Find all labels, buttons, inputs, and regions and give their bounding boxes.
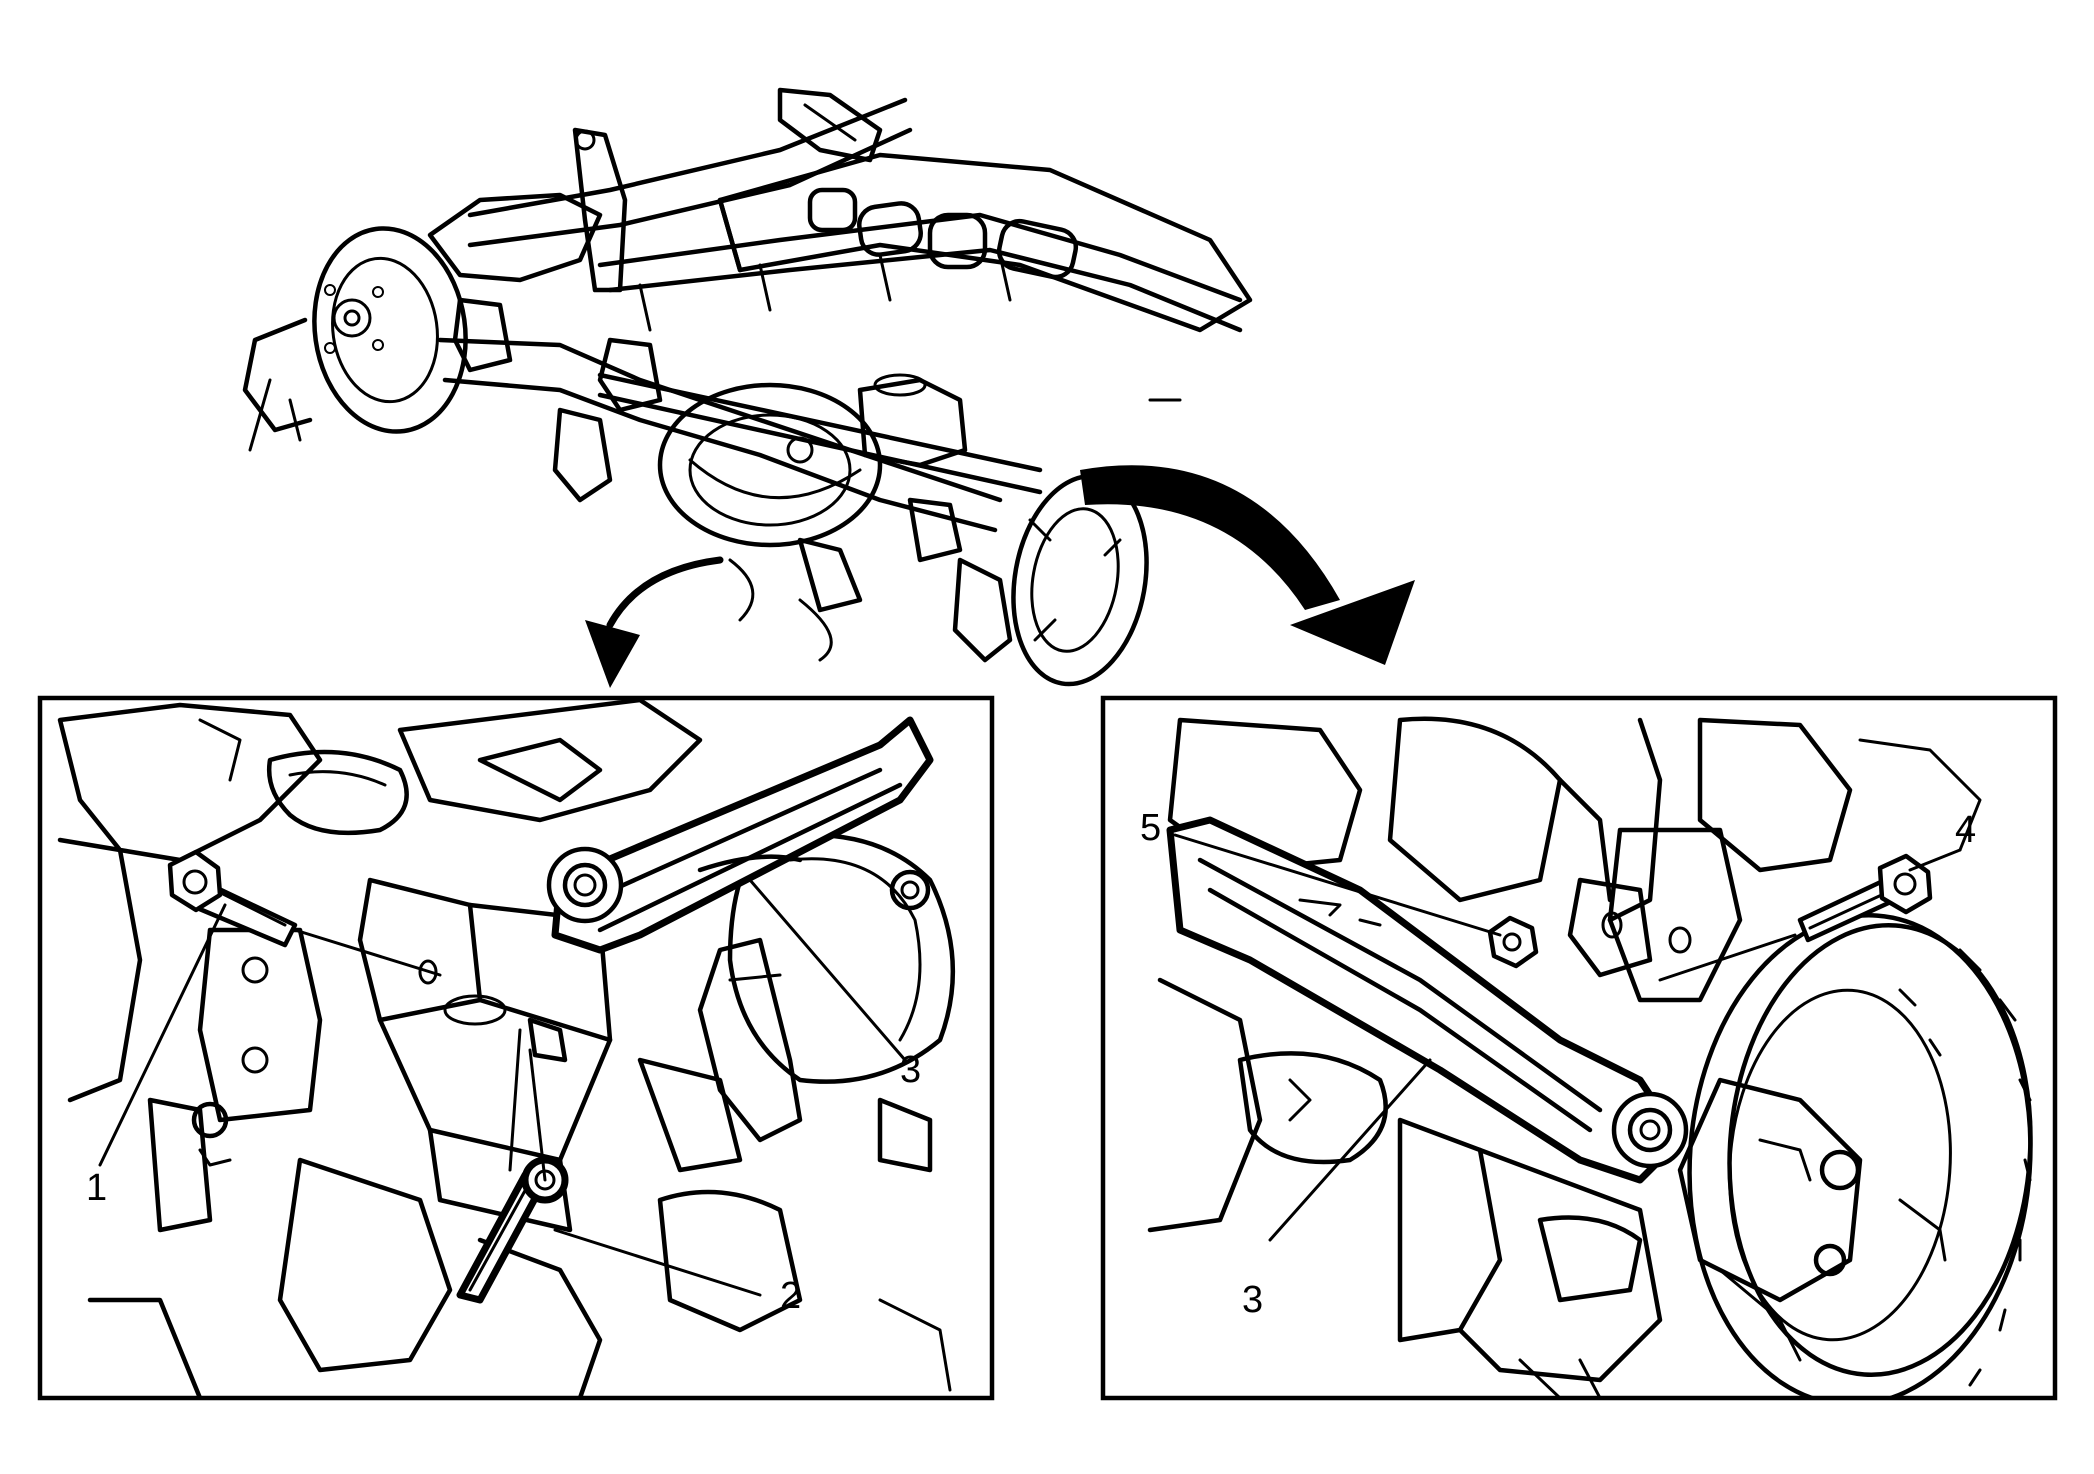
curved-arrow-left-icon xyxy=(585,556,724,688)
bolt-icon xyxy=(1797,853,1933,943)
callout-4: 4 xyxy=(1955,809,1976,851)
callout-3: 3 xyxy=(1242,1279,1263,1321)
curved-arrow-right-icon xyxy=(1080,465,1415,665)
wrench-icon xyxy=(456,1156,569,1304)
brake-rotor-icon xyxy=(1687,913,2033,1396)
callout-3: 3 xyxy=(900,1049,921,1091)
left-brake-rotor-icon xyxy=(242,226,468,452)
lower-control-arm-icon xyxy=(546,716,934,954)
lower-control-arm-icon xyxy=(1166,816,1689,1184)
callout-2: 2 xyxy=(780,1275,801,1317)
callout-1: 1 xyxy=(86,1167,107,1209)
bolt-icon xyxy=(167,849,298,948)
callout-5: 5 xyxy=(1140,807,1161,849)
left-detail-panel: 1 2 3 xyxy=(37,695,995,1401)
differential-housing xyxy=(657,382,883,548)
nut-icon xyxy=(1487,915,1539,969)
right-detail-panel: 5 4 3 xyxy=(1100,695,2058,1401)
rear-axle-assembly-illustration xyxy=(242,87,1253,687)
